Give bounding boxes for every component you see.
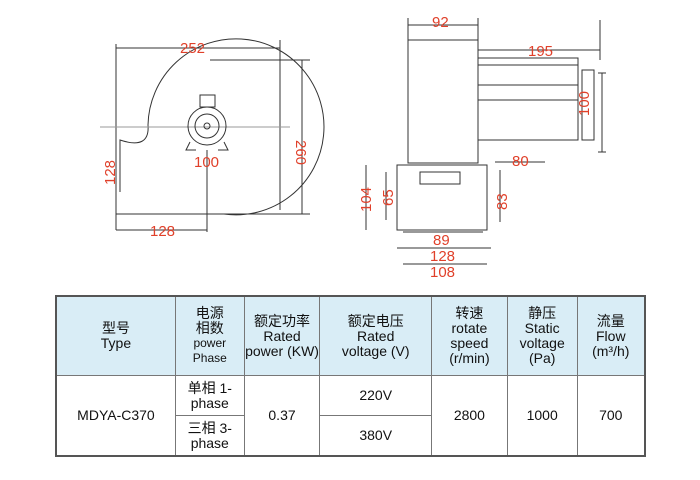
header-zh: 型号 [101,320,130,336]
cell-phase-1: 单相 1-phase [174,375,245,416]
dim-outlet-height: 65 [380,189,397,206]
header-en: Flow (m³/h) [592,327,630,359]
header-en: Static voltage (Pa) [519,320,565,366]
dim-base-height: 104 [358,187,375,212]
header-zh: 电源相数 [195,305,224,336]
side-view: 92 195 100 80 104 65 83 89 128 108 [358,14,606,281]
header-zh: 额定电压 [347,312,404,329]
header-zh: 转速 [455,305,484,321]
dim-inner-width: 89 [433,232,450,249]
header-zh: 流量 [596,312,625,329]
cell-phase-3: 三相 3-phase [174,415,245,457]
dim-outlet-height: 128 [102,160,119,185]
header-en: Rated voltage (V) [341,327,410,359]
header-zh: 静压 [528,305,557,321]
dim-width: 252 [180,40,205,57]
dim-motor-length: 195 [528,43,553,60]
dim-motor-height: 100 [576,91,593,116]
front-view: 252 260 128 128 100 [100,38,325,240]
dim-foot-width: 100 [194,154,219,171]
table-row: MDYA-C370 单相 1-phase 0.37 220V 2800 1000… [55,375,646,457]
technical-drawing: 252 260 128 128 100 92 195 100 80 104 65… [100,14,606,281]
header-en: power Phase [192,336,227,365]
cell-flow: 700 [576,375,646,457]
cell-speed: 2800 [431,375,508,457]
table-row: 三相 3-phase 380V [56,415,645,457]
dim-base-width: 108 [430,264,455,281]
cell-type: MDYA-C370 [55,375,176,457]
dim-depth: 92 [432,14,449,31]
header-en: Type [100,335,132,351]
cell-voltage-3: 380V [319,415,433,457]
cell-voltage-1: 220V [319,375,433,416]
dim-inner-height: 83 [494,193,511,210]
dim-height: 260 [292,140,309,165]
dim-outer-width: 128 [430,248,455,265]
dim-base-offset: 128 [150,223,175,240]
cell-static: 1000 [506,375,578,457]
header-en: rotate speed (r/min) [449,320,490,366]
cell-power: 0.37 [243,375,321,457]
header-en: Rated power (KW) [245,327,319,359]
header-zh: 额定功率 [254,312,311,329]
dim-foot-span: 80 [512,153,529,170]
